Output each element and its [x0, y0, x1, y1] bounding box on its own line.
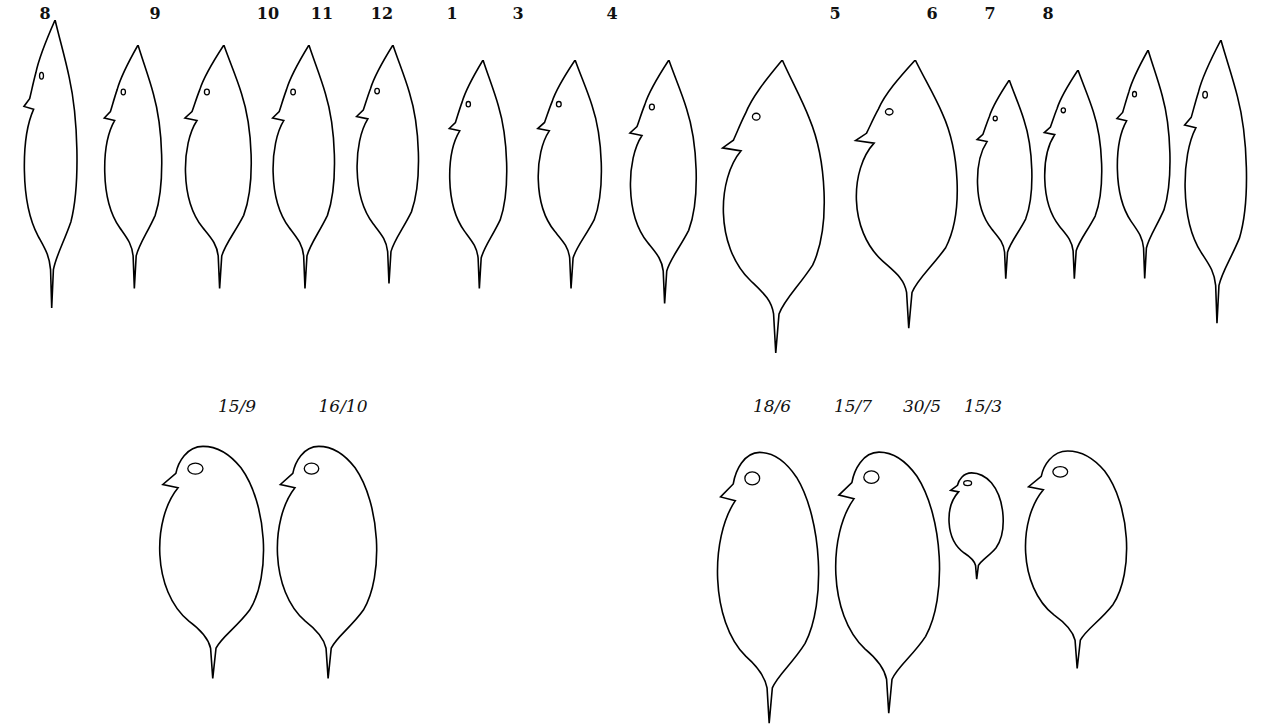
month-label: 9: [149, 6, 160, 22]
date-label: 18/6: [753, 398, 791, 415]
month-label: 6: [926, 6, 937, 22]
month-label: 8: [1042, 6, 1053, 22]
month-label: 1: [446, 6, 457, 22]
date-label: 15/7: [834, 398, 872, 415]
date-label: 15/9: [218, 398, 256, 415]
month-label: 10: [257, 6, 279, 22]
date-label: 30/5: [903, 398, 941, 415]
date-label: 15/3: [964, 398, 1002, 415]
month-label: 4: [606, 6, 617, 22]
month-label: 3: [512, 6, 523, 22]
month-label: 5: [829, 6, 840, 22]
month-label: 12: [371, 6, 393, 22]
month-label: 7: [984, 6, 995, 22]
month-label: 8: [39, 6, 50, 22]
date-label: 16/10: [319, 398, 368, 415]
month-label: 11: [311, 6, 333, 22]
